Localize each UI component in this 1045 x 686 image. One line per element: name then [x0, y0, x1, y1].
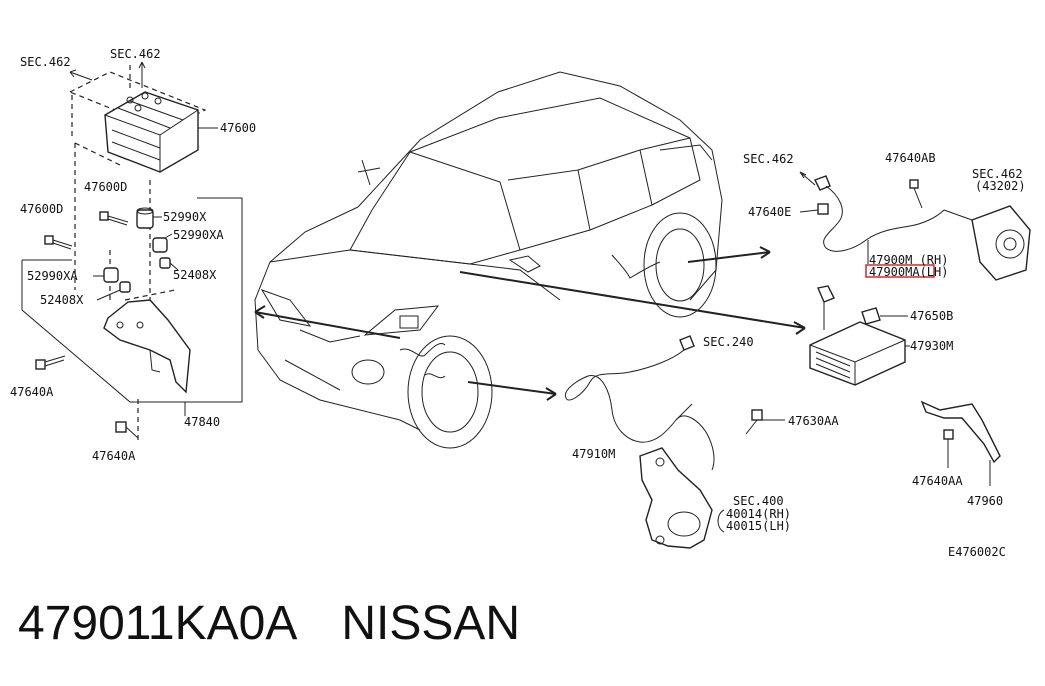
label-47840: 47840 [184, 415, 220, 429]
vehicle-outline [254, 71, 806, 449]
rear-sensor-group [799, 171, 1031, 281]
front-sensor-group [564, 335, 785, 549]
label-47640aa: 47640AA [912, 474, 963, 488]
label-sec462-top: SEC.462 [110, 47, 161, 61]
label-sec400: SEC.400 [733, 494, 784, 508]
label-47600d-upper: 47600D [84, 180, 127, 194]
label-52990xa-upper: 52990XA [173, 228, 224, 242]
control-unit-group [809, 285, 910, 386]
label-40014: 40014(RH) [726, 507, 791, 521]
diagram-code: E476002C [948, 545, 1006, 559]
label-47900ma: 47900MA(LH) [869, 265, 948, 279]
label-47640e: 47640E [748, 205, 791, 219]
bracket-47840 [21, 197, 243, 416]
label-52408x-lower: 52408X [40, 293, 84, 307]
label-47910m: 47910M [572, 447, 615, 461]
label-sec240: SEC.240 [703, 335, 754, 349]
label-52408x-upper: 52408X [173, 268, 217, 282]
label-47960: 47960 [967, 494, 1003, 508]
part-labels: SEC.462 SEC.462 47600 47600D 47600D 5299… [10, 47, 1026, 559]
part-number: 479011KA0A [18, 597, 298, 650]
bracket-47960 [920, 400, 1001, 486]
label-47640a-left: 47640A [10, 385, 54, 399]
highlight-box-47900ma [865, 264, 935, 278]
label-52990xa-lower: 52990XA [27, 269, 78, 283]
label-43202: (43202) [975, 179, 1026, 193]
label-sec462-left: SEC.462 [20, 55, 71, 69]
label-sec462-rear: SEC.462 [743, 152, 794, 166]
fasteners-left [35, 207, 179, 439]
part-caption: 479011KA0A NISSAN [18, 596, 520, 666]
brand-name: NISSAN [341, 597, 521, 650]
label-sec462-hub: SEC.462 [972, 167, 1023, 181]
label-47640ab: 47640AB [885, 151, 936, 165]
label-47630aa: 47630AA [788, 414, 839, 428]
label-47650b: 47650B [910, 309, 953, 323]
label-47600: 47600 [220, 121, 256, 135]
abs-actuator-group [68, 61, 218, 440]
label-47600d-lower: 47600D [20, 202, 63, 216]
label-47900m: 47900M (RH) [869, 253, 948, 267]
label-47930m: 47930M [910, 339, 953, 353]
label-47640a-bottom: 47640A [92, 449, 136, 463]
label-52990x: 52990X [163, 210, 207, 224]
label-40015: 40015(LH) [726, 519, 791, 533]
